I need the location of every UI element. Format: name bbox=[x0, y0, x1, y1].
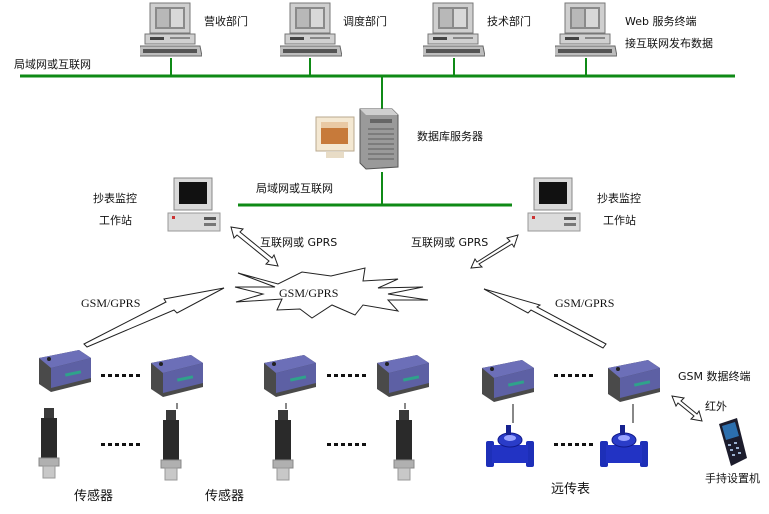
workstation-computer-icon bbox=[526, 177, 582, 233]
middle-network-label: 局域网或互联网 bbox=[256, 182, 333, 195]
workstation-computer-icon bbox=[166, 177, 222, 233]
ellipsis-dots bbox=[101, 374, 593, 446]
pressure-sensor-icon bbox=[160, 410, 182, 482]
desktop-computer-icon bbox=[277, 2, 343, 58]
desktop-computer-icon bbox=[137, 2, 203, 58]
gsm-data-terminal-icon bbox=[260, 353, 318, 399]
client-label-web-line2: 接互联网发布数据 bbox=[625, 37, 713, 50]
client-label-web-line1: Web 服务终端 bbox=[625, 15, 697, 28]
infrared-double-arrow bbox=[671, 395, 703, 422]
gsm-terminal-label: GSM 数据终端 bbox=[678, 370, 751, 383]
double-arrow-left-workstation bbox=[230, 226, 279, 267]
workstation-left-label-line2: 工作站 bbox=[99, 214, 132, 227]
handheld-label: 手持设置机 bbox=[705, 472, 760, 485]
client-label-revenue: 营收部门 bbox=[204, 15, 248, 28]
gsm-data-terminal-icon bbox=[35, 348, 93, 394]
handheld-setter-icon bbox=[715, 418, 749, 468]
workstation-right-label-line2: 工作站 bbox=[603, 214, 636, 227]
gsm-data-terminal-icon bbox=[147, 353, 205, 399]
database-server-icon bbox=[312, 107, 402, 173]
water-meter-group-label: 远传表 bbox=[551, 482, 591, 497]
sensor-group-1-label: 传感器 bbox=[74, 489, 114, 504]
infrared-label: 红外 bbox=[705, 400, 727, 413]
gsm-gprs-cloud bbox=[234, 267, 429, 319]
gsm-data-terminal-icon bbox=[478, 358, 536, 404]
uplink-arrow-left bbox=[83, 287, 225, 348]
pressure-sensor-icon bbox=[38, 408, 60, 480]
desktop-computer-icon bbox=[420, 2, 486, 58]
water-meter-icon bbox=[600, 423, 650, 473]
water-meter-icon bbox=[486, 423, 536, 473]
gsm-data-terminal-icon bbox=[604, 358, 662, 404]
workstation-right-label-line1: 抄表监控 bbox=[597, 192, 641, 205]
client-label-dispatch: 调度部门 bbox=[343, 15, 387, 28]
uplink-arrow-right bbox=[483, 288, 607, 349]
desktop-computer-icon bbox=[552, 2, 618, 58]
uplink-right-label: GSM/GPRS bbox=[555, 296, 615, 310]
cloud-label: GSM/GPRS bbox=[279, 286, 339, 300]
double-arrow-right-workstation bbox=[470, 234, 519, 269]
database-server-label: 数据库服务器 bbox=[417, 130, 483, 143]
pressure-sensor-icon bbox=[393, 410, 415, 482]
uplink-left-label: GSM/GPRS bbox=[81, 296, 141, 310]
pressure-sensor-icon bbox=[272, 410, 294, 482]
top-network-label: 局域网或互联网 bbox=[14, 58, 91, 71]
workstation-left-link-label: 互联网或 GPRS bbox=[260, 236, 338, 249]
sensor-group-2-label: 传感器 bbox=[205, 489, 245, 504]
workstation-left-label-line1: 抄表监控 bbox=[93, 192, 137, 205]
client-label-technical: 技术部门 bbox=[487, 15, 531, 28]
workstation-right-link-label: 互联网或 GPRS bbox=[411, 236, 489, 249]
gsm-data-terminal-icon bbox=[373, 353, 431, 399]
